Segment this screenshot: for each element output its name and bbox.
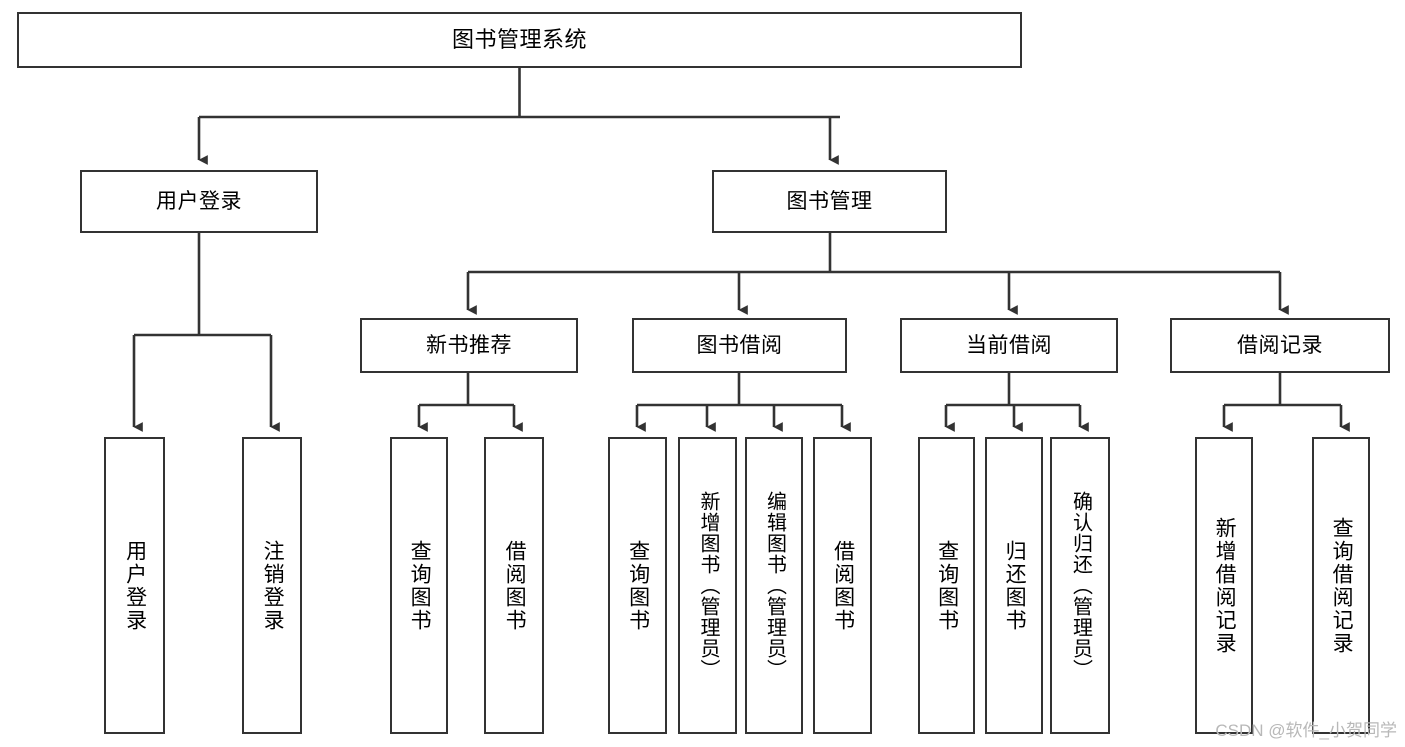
leaf-confirm-return-admin-label: 确认归还（管理员） bbox=[1069, 491, 1092, 680]
node-book-management[interactable]: 图书管理 bbox=[712, 170, 947, 233]
leaf-query-book-borrow-label: 查询图书 bbox=[626, 539, 650, 632]
leaf-query-book-borrow[interactable]: 查询图书 bbox=[608, 437, 667, 734]
node-book-borrow-label: 图书借阅 bbox=[696, 333, 783, 357]
leaf-borrow-book-recommend-label: 借阅图书 bbox=[503, 539, 527, 632]
leaf-add-borrow-record[interactable]: 新增借阅记录 bbox=[1195, 437, 1253, 734]
leaf-user-login[interactable]: 用户登录 bbox=[104, 437, 165, 734]
node-book-management-label: 图书管理 bbox=[786, 189, 873, 213]
leaf-query-book-current[interactable]: 查询图书 bbox=[918, 437, 975, 734]
leaf-query-book-recommend-label: 查询图书 bbox=[408, 539, 432, 632]
leaf-user-login-label: 用户登录 bbox=[123, 539, 147, 632]
node-borrow-record[interactable]: 借阅记录 bbox=[1170, 318, 1390, 373]
leaf-borrow-book[interactable]: 借阅图书 bbox=[813, 437, 872, 734]
leaf-query-borrow-record-label: 查询借阅记录 bbox=[1330, 516, 1354, 655]
leaf-query-borrow-record[interactable]: 查询借阅记录 bbox=[1312, 437, 1370, 734]
leaf-borrow-book-recommend[interactable]: 借阅图书 bbox=[484, 437, 544, 734]
node-current-borrow-label: 当前借阅 bbox=[966, 333, 1052, 357]
leaf-add-borrow-record-label: 新增借阅记录 bbox=[1213, 516, 1237, 655]
leaf-logout[interactable]: 注销登录 bbox=[242, 437, 302, 734]
watermark: CSDN @软件_小贺同学 bbox=[1215, 721, 1397, 740]
leaf-edit-book-admin[interactable]: 编辑图书（管理员） bbox=[745, 437, 803, 734]
leaf-borrow-book-label: 借阅图书 bbox=[831, 539, 855, 632]
leaf-logout-label: 注销登录 bbox=[261, 539, 285, 632]
node-root[interactable]: 图书管理系统 bbox=[17, 12, 1022, 68]
node-current-borrow[interactable]: 当前借阅 bbox=[900, 318, 1118, 373]
leaf-query-book-recommend[interactable]: 查询图书 bbox=[390, 437, 448, 734]
leaf-add-book-admin[interactable]: 新增图书（管理员） bbox=[678, 437, 737, 734]
node-new-book-recommend[interactable]: 新书推荐 bbox=[360, 318, 578, 373]
node-user-login-label: 用户登录 bbox=[156, 189, 242, 213]
node-book-borrow[interactable]: 图书借阅 bbox=[632, 318, 847, 373]
leaf-return-book[interactable]: 归还图书 bbox=[985, 437, 1043, 734]
leaf-return-book-label: 归还图书 bbox=[1003, 539, 1027, 632]
node-user-login[interactable]: 用户登录 bbox=[80, 170, 318, 233]
leaf-edit-book-admin-label: 编辑图书（管理员） bbox=[763, 491, 786, 680]
leaf-query-book-current-label: 查询图书 bbox=[935, 539, 959, 632]
node-new-book-recommend-label: 新书推荐 bbox=[426, 333, 512, 357]
leaf-confirm-return-admin[interactable]: 确认归还（管理员） bbox=[1050, 437, 1110, 734]
node-root-label: 图书管理系统 bbox=[451, 26, 587, 52]
leaf-add-book-admin-label: 新增图书（管理员） bbox=[697, 491, 719, 680]
node-borrow-record-label: 借阅记录 bbox=[1237, 333, 1323, 357]
